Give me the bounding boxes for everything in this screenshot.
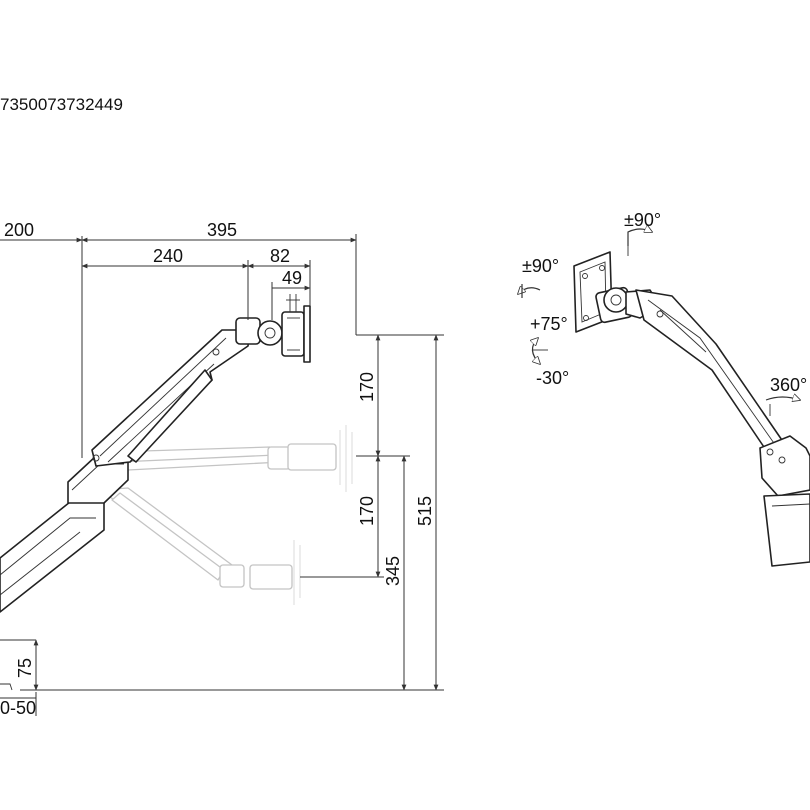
rotation-base: 360° (765, 375, 807, 416)
desk-clamp: 75 0-50 (0, 639, 39, 718)
perspective-view: ±90° ±90° +75° -30° 360° (518, 210, 810, 567)
lower-arm (0, 501, 105, 613)
dimension-240-82: 240 82 (81, 246, 311, 320)
rot-tilt-down-label: -30° (536, 368, 569, 388)
dim-clamp-label: 0-50 (0, 698, 36, 718)
dim-515-label: 515 (415, 496, 435, 526)
side-view: 200 395 240 82 49 170 (0, 220, 444, 718)
dim-82-label: 82 (270, 246, 290, 266)
rot-base-label: 360° (770, 375, 807, 395)
dim-49-label: 49 (282, 268, 302, 288)
rotation-tilt-vertical: +75° -30° (530, 314, 569, 388)
rot-tilt-up-label: +75° (530, 314, 568, 334)
dim-395-label: 395 (207, 220, 237, 240)
ghost-arm-low (99, 487, 301, 605)
dim-345-label: 345 (383, 556, 403, 586)
product-code: 7350073732449 (0, 95, 123, 114)
vertical-dimensions: 170 170 345 515 (20, 334, 444, 691)
rot-swivel-left-label: ±90° (522, 256, 559, 276)
dim-200-label: 200 (4, 220, 34, 240)
dimension-49: 49 (271, 268, 311, 320)
dim-170-top-label: 170 (357, 372, 377, 402)
rotation-tilt-top: ±90° (624, 210, 661, 256)
perspective-upper-arm (635, 289, 787, 457)
dim-240-label: 240 (153, 246, 183, 266)
dimension-200-395: 200 395 (0, 220, 357, 335)
rot-tilt-top-label: ±90° (624, 210, 661, 230)
perspective-elbow (759, 435, 810, 567)
dim-75-label: 75 (15, 658, 35, 678)
tilt-head (235, 294, 311, 363)
upper-arm (91, 329, 251, 467)
dim-170-mid-label: 170 (357, 496, 377, 526)
rotation-swivel-left: ±90° (518, 256, 559, 298)
